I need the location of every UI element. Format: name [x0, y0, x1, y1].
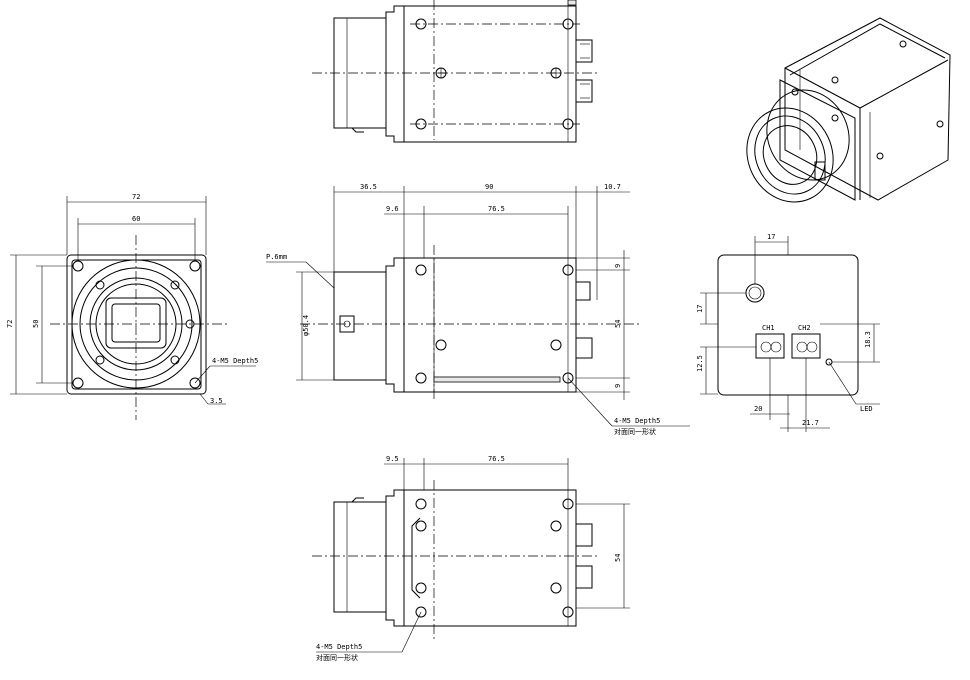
rear-dim-ch1-x: 20: [754, 405, 762, 413]
side-view: 36.5 90 10.7 9.6 76.5 P.6mm φ50.4 9 54 9…: [266, 183, 690, 436]
top-view: [312, 0, 600, 143]
rear-label-ch1: CH1: [762, 324, 775, 332]
rear-dim-right-y: 18.3: [864, 331, 872, 348]
bottom-dim-front-step: 9.5: [386, 455, 399, 463]
bottom-view: 9.5 76.5 54 4-M5 Depth5 对面同一形状: [312, 455, 630, 662]
isometric-view: [746, 17, 951, 203]
front-dim-width-outer: 72: [132, 193, 140, 201]
rear-dim-conn-x: 17: [767, 233, 775, 241]
front-dim-width-inner: 60: [132, 215, 140, 223]
rear-dim-conn-y: 17: [696, 305, 704, 313]
bottom-hole-callout-1: 4-M5 Depth5: [316, 643, 362, 651]
side-dim-front-step: 9.6: [386, 205, 399, 213]
side-dim-body-inner: 76.5: [488, 205, 505, 213]
bottom-dim-height: 54: [614, 554, 622, 562]
side-lens-callout: P.6mm: [266, 253, 287, 261]
rear-led-label: LED: [860, 405, 873, 413]
front-hole-callout: 4-M5 Depth5: [212, 357, 258, 365]
side-dim-bottom-offset: 9: [614, 384, 622, 388]
front-view: 72 60 72 50 4-M5 Depth5 3.5: [6, 193, 258, 420]
side-dim-body: 90: [485, 183, 493, 191]
side-dim-rear: 10.7: [604, 183, 621, 191]
side-dim-lens-dia: φ50.4: [302, 315, 310, 336]
front-corner-dim: 3.5: [210, 397, 223, 405]
front-dim-height-inner: 50: [32, 320, 40, 328]
side-dim-top-offset: 9: [614, 264, 622, 268]
front-dim-height-outer: 72: [6, 320, 14, 328]
bottom-hole-callout-2: 对面同一形状: [316, 653, 358, 662]
rear-dim-ch2-x: 21.7: [802, 419, 819, 427]
rear-label-ch2: CH2: [798, 324, 811, 332]
bottom-dim-body-inner: 76.5: [488, 455, 505, 463]
side-dim-flange: 36.5: [360, 183, 377, 191]
rear-view: 17 17 CH1 CH2 12.5 18.3 20 21.7 LED: [696, 233, 880, 432]
side-hole-callout-1: 4-M5 Depth5: [614, 417, 660, 425]
rear-dim-left-y: 12.5: [696, 355, 704, 372]
side-dim-center: 54: [614, 320, 622, 328]
side-hole-callout-2: 对面同一形状: [614, 427, 656, 436]
